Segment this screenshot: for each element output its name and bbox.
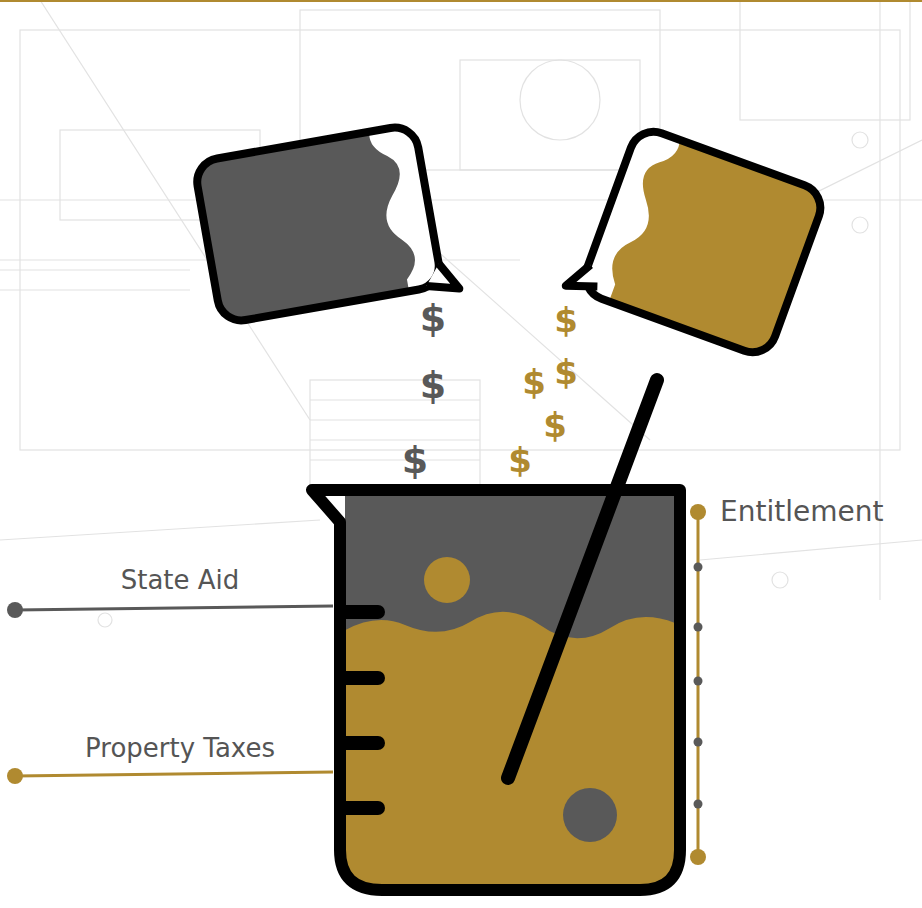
axis-label: State Aid	[121, 567, 240, 593]
dollar-sign: $	[554, 355, 578, 389]
stirring-rod	[508, 380, 657, 778]
dollar-sign: $	[402, 441, 428, 479]
beaker	[312, 380, 690, 900]
dollar-sign: $	[543, 408, 567, 442]
dollar-sign: $	[522, 365, 546, 399]
dollar-sign: $	[420, 299, 446, 337]
axis-label: Property Taxes	[85, 735, 275, 761]
dollar-sign: $	[554, 303, 578, 337]
dollar-sign: $	[420, 366, 446, 404]
property-tax-container	[563, 114, 829, 366]
dollar-sign: $	[508, 443, 532, 477]
axis-label: Entitlement	[720, 498, 883, 526]
leader-lines	[7, 504, 706, 865]
state-aid-container	[192, 113, 460, 337]
top-rule	[0, 0, 922, 2]
